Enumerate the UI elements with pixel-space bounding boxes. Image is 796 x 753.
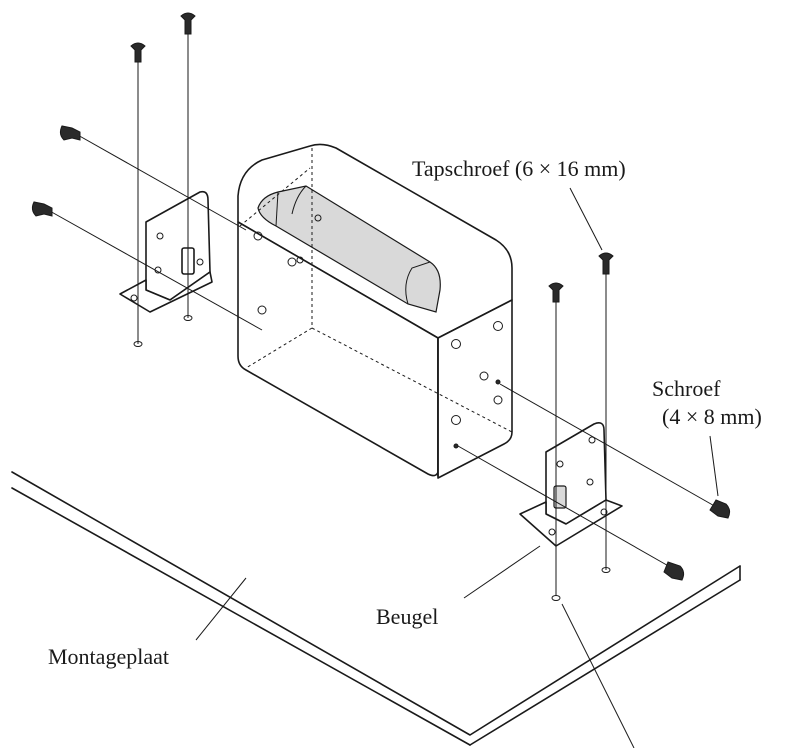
mounting-plate bbox=[11, 471, 796, 746]
label-tapping-screw: Tapschroef (6 × 16 mm) bbox=[412, 156, 626, 181]
side-screws-left bbox=[31, 125, 263, 331]
leader-lines bbox=[195, 187, 719, 749]
tapping-screws-right bbox=[548, 252, 614, 601]
label-screw: Schroef bbox=[652, 376, 721, 401]
bracket-right bbox=[519, 422, 623, 547]
label-mounting-plate: Montageplaat bbox=[48, 644, 169, 669]
left-screw-holes bbox=[253, 214, 322, 315]
label-bracket: Beugel bbox=[376, 604, 438, 629]
right-screw-holes bbox=[451, 321, 503, 449]
side-screws-right bbox=[457, 383, 731, 581]
printer-unit bbox=[237, 143, 513, 479]
tapping-screws-left bbox=[130, 12, 196, 347]
label-screw-size: (4 × 8 mm) bbox=[662, 404, 762, 429]
